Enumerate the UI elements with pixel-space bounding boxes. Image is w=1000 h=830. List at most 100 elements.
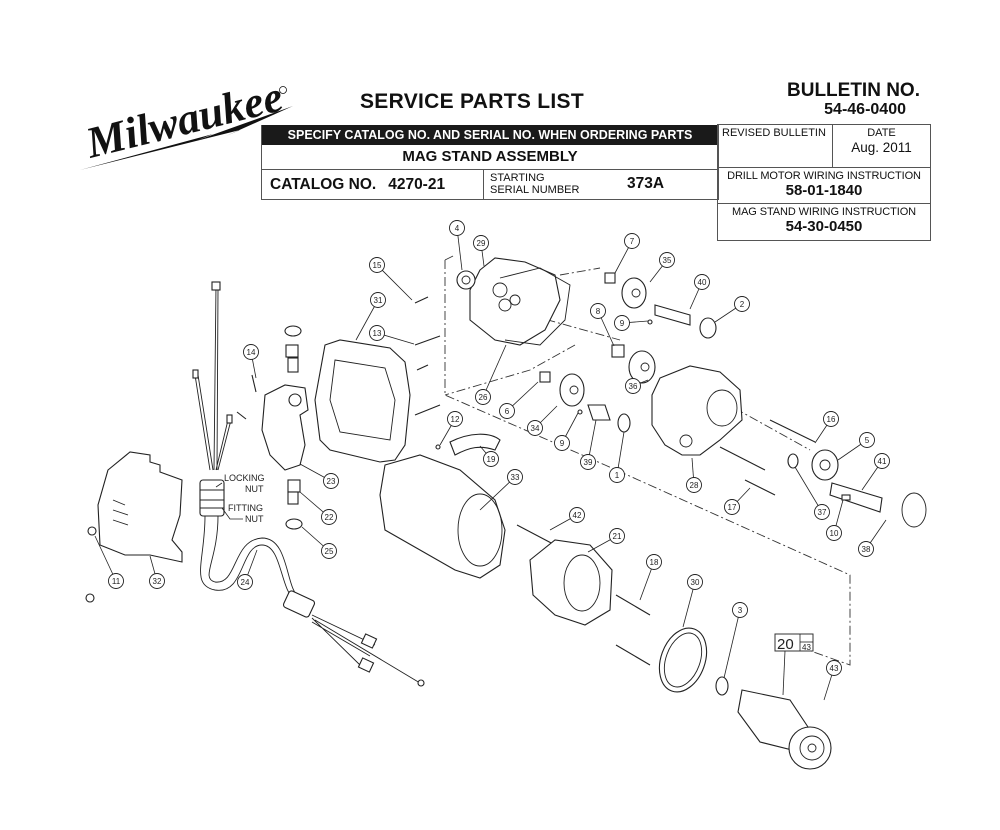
callout-circle (687, 574, 703, 590)
callout-circle (686, 477, 702, 493)
callout-circle (614, 315, 630, 331)
callout-circle (321, 543, 337, 559)
callout-circle (823, 411, 839, 427)
callout-part-26: 26 (475, 344, 507, 405)
callout-part-22: 22 (299, 491, 337, 525)
armature (737, 689, 832, 770)
callout-part-34: 34 (527, 405, 558, 436)
callout-number: 12 (451, 415, 460, 424)
callout-circle (859, 432, 875, 448)
callout-circle (734, 296, 750, 312)
revised-bulletin-label: REVISED BULLETIN (722, 127, 826, 139)
callout-circle (243, 344, 259, 360)
callout-circle (569, 507, 585, 523)
callout-number: 30 (691, 578, 700, 587)
gear-plate (469, 257, 561, 346)
callout-circle (858, 541, 874, 557)
mag-wiring-number: 54-30-0450 (785, 218, 863, 235)
revised-bulletin-cell: REVISED BULLETIN (718, 125, 833, 167)
callout-leader-line (94, 535, 117, 582)
assembly-guide-lines (444, 254, 851, 666)
callout-circle (507, 469, 523, 485)
callout-circle (449, 220, 465, 236)
bulletin-label: BULLETIN NO. (787, 80, 920, 101)
callout-number: 6 (505, 407, 510, 416)
callout-leader-line (376, 264, 413, 301)
callout-part-15: 15 (369, 257, 413, 301)
callout-circle (625, 378, 641, 394)
callout-part-39: 39 (580, 419, 597, 470)
kit-callout: 20 43 (774, 633, 814, 696)
serial-label-line1: STARTING (490, 172, 545, 184)
callout-number: 4 (455, 224, 460, 233)
callout-part-25: 25 (301, 526, 337, 559)
kit-main-number: 20 (777, 636, 794, 653)
callout-leader-line (723, 609, 741, 679)
callout-circle (473, 235, 489, 251)
field-stator (529, 539, 613, 626)
callout-number: 28 (690, 481, 699, 490)
callout-part-41: 41 (861, 453, 890, 491)
callout-number: 39 (584, 458, 593, 467)
callout-part-19: 19 (479, 445, 499, 467)
callout-number: 26 (479, 393, 488, 402)
callout-part-1: 1 (609, 431, 625, 483)
callout-number: 33 (511, 473, 520, 482)
callout-number: 40 (698, 278, 707, 287)
callout-part-14: 14 (243, 344, 259, 379)
callout-circle (321, 509, 337, 525)
screws (414, 296, 816, 666)
callout-part-36: 36 (625, 378, 649, 394)
serial-number: 373A (627, 175, 665, 192)
callout-part-23: 23 (299, 463, 339, 489)
baffle (449, 433, 501, 456)
callout-circle (826, 660, 842, 676)
callout-leader-line (482, 344, 507, 398)
callout-number: 9 (620, 319, 625, 328)
callout-circle (609, 467, 625, 483)
callout-circle (814, 504, 830, 520)
callout-number: 19 (487, 455, 496, 464)
callout-part-4: 4 (449, 220, 465, 271)
callout-part-9: 9 (614, 315, 649, 331)
mag-wiring-cell: MAG STAND WIRING INSTRUCTION 54-30-0450 (718, 206, 930, 240)
callout-number: 7 (630, 237, 635, 246)
drill-wiring-cell: DRILL MOTOR WIRING INSTRUCTION 58-01-184… (718, 170, 930, 204)
callout-circle (483, 451, 499, 467)
callout-part-5: 5 (837, 432, 875, 461)
date-cell: DATE Aug. 2011 (833, 125, 930, 167)
ordering-notice: SPECIFY CATALOG NO. AND SERIAL NO. WHEN … (262, 125, 718, 145)
callout-leader-line (479, 476, 516, 511)
callout-part-37: 37 (794, 466, 830, 520)
callout-part-21: 21 (587, 528, 625, 553)
callout-part-38: 38 (858, 519, 887, 557)
drill-wiring-number: 58-01-1840 (785, 182, 863, 199)
callout-part-6: 6 (499, 381, 539, 419)
callout-number: 3 (738, 606, 743, 615)
date-label: DATE (867, 127, 896, 139)
catalog-info-table: SPECIFY CATALOG NO. AND SERIAL NO. WHEN … (261, 125, 719, 200)
callout-circle (370, 292, 386, 308)
callout-part-24: 24 (237, 549, 258, 590)
date-value: Aug. 2011 (851, 140, 912, 155)
callout-circle (826, 525, 842, 541)
callout-number: 41 (878, 457, 887, 466)
part-callouts: 1234567899101112131415161718192122232425… (94, 220, 890, 701)
callout-number: 35 (663, 256, 672, 265)
callout-part-7: 7 (614, 233, 640, 274)
kit-sub-number: 43 (802, 643, 811, 652)
callout-number: 16 (827, 415, 836, 424)
callout-part-30: 30 (682, 574, 703, 628)
mag-wiring-label: MAG STAND WIRING INSTRUCTION (732, 206, 916, 218)
callout-part-29: 29 (473, 235, 489, 267)
callout-circle (590, 303, 606, 319)
callout-part-3: 3 (723, 602, 748, 679)
callout-number: 17 (728, 503, 737, 512)
brand-wordmark: Milwaukee (80, 78, 287, 168)
fan-baffle-ring (658, 627, 708, 693)
callout-leader-line (794, 466, 823, 513)
callout-circle (609, 528, 625, 544)
callout-number: 8 (596, 307, 601, 316)
bulletin-number: 54-46-0400 (824, 101, 906, 118)
